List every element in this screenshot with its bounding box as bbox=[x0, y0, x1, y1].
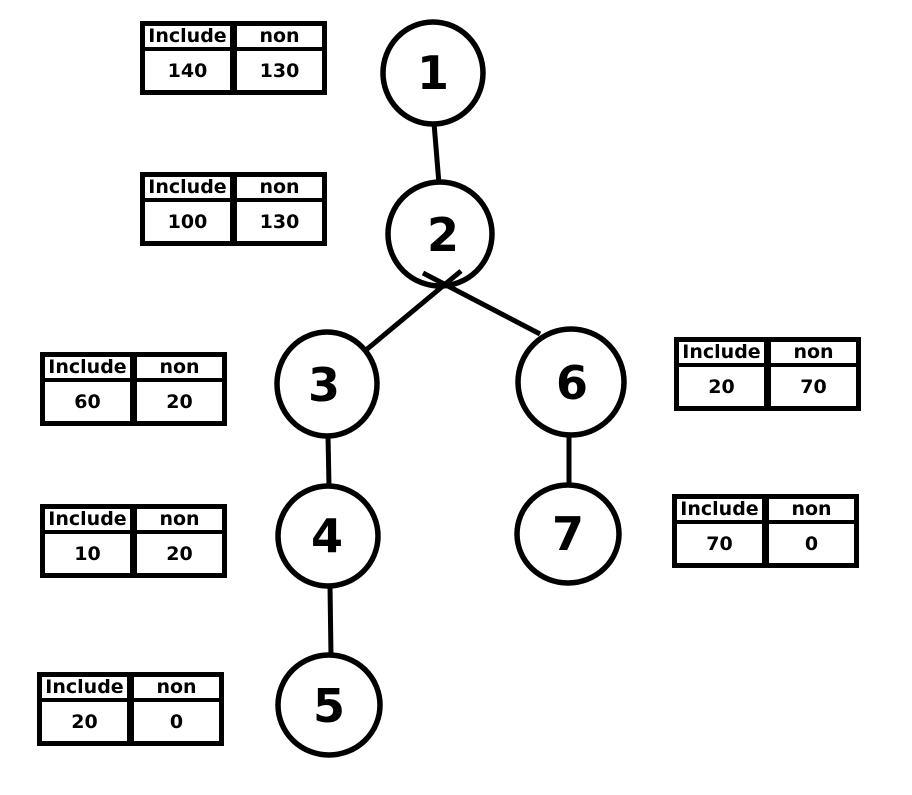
node-label-5: 5 bbox=[313, 679, 345, 733]
table-row: 20 70 bbox=[674, 363, 861, 411]
edge-4-5 bbox=[327, 584, 334, 657]
table-row: 60 20 bbox=[40, 378, 227, 426]
node-label-1: 1 bbox=[417, 46, 449, 100]
count-table-node-7: Include non 70 0 bbox=[672, 494, 859, 568]
non-count: 130 bbox=[231, 198, 327, 246]
non-count: 0 bbox=[128, 698, 224, 746]
col-header-non: non bbox=[765, 337, 861, 367]
table-row: 140 130 bbox=[140, 47, 327, 95]
col-header-non: non bbox=[128, 672, 224, 702]
table-row: 100 130 bbox=[140, 198, 327, 246]
node-label-3: 3 bbox=[308, 358, 340, 412]
non-count: 20 bbox=[131, 530, 227, 578]
non-count: 70 bbox=[765, 363, 861, 411]
col-header-include: Include bbox=[674, 337, 771, 367]
count-table-node-3: Include non 60 20 bbox=[40, 352, 227, 426]
include-count: 20 bbox=[674, 363, 771, 411]
edge-3-4 bbox=[325, 434, 332, 488]
include-count: 20 bbox=[37, 698, 134, 746]
count-table-node-4: Include non 10 20 bbox=[40, 504, 227, 578]
non-count: 20 bbox=[131, 378, 227, 426]
edge-2-6 bbox=[421, 270, 542, 337]
col-header-include: Include bbox=[672, 494, 769, 524]
non-count: 0 bbox=[763, 520, 859, 568]
table-row: 10 20 bbox=[40, 530, 227, 578]
col-header-include: Include bbox=[140, 172, 237, 202]
node-label-7: 7 bbox=[552, 507, 584, 561]
edge-1-2 bbox=[431, 122, 442, 185]
non-count: 130 bbox=[231, 47, 327, 95]
include-count: 70 bbox=[672, 520, 769, 568]
col-header-include: Include bbox=[37, 672, 134, 702]
include-count: 10 bbox=[40, 530, 137, 578]
col-header-include: Include bbox=[40, 504, 137, 534]
col-header-non: non bbox=[763, 494, 859, 524]
include-count: 140 bbox=[140, 47, 237, 95]
table-row: 70 0 bbox=[672, 520, 859, 568]
node-label-4: 4 bbox=[311, 509, 343, 563]
col-header-non: non bbox=[131, 352, 227, 382]
node-label-6: 6 bbox=[556, 356, 588, 410]
count-table-node-2: Include non 100 130 bbox=[140, 172, 327, 246]
col-header-non: non bbox=[131, 504, 227, 534]
count-table-node-5: Include non 20 0 bbox=[37, 672, 224, 746]
col-header-include: Include bbox=[40, 352, 137, 382]
node-label-2: 2 bbox=[427, 208, 459, 262]
count-table-node-6: Include non 20 70 bbox=[674, 337, 861, 411]
count-table-node-1: Include non 140 130 bbox=[140, 21, 327, 95]
include-count: 60 bbox=[40, 378, 137, 426]
include-count: 100 bbox=[140, 198, 237, 246]
table-row: 20 0 bbox=[37, 698, 224, 746]
col-header-include: Include bbox=[140, 21, 237, 51]
col-header-non: non bbox=[231, 21, 327, 51]
col-header-non: non bbox=[231, 172, 327, 202]
